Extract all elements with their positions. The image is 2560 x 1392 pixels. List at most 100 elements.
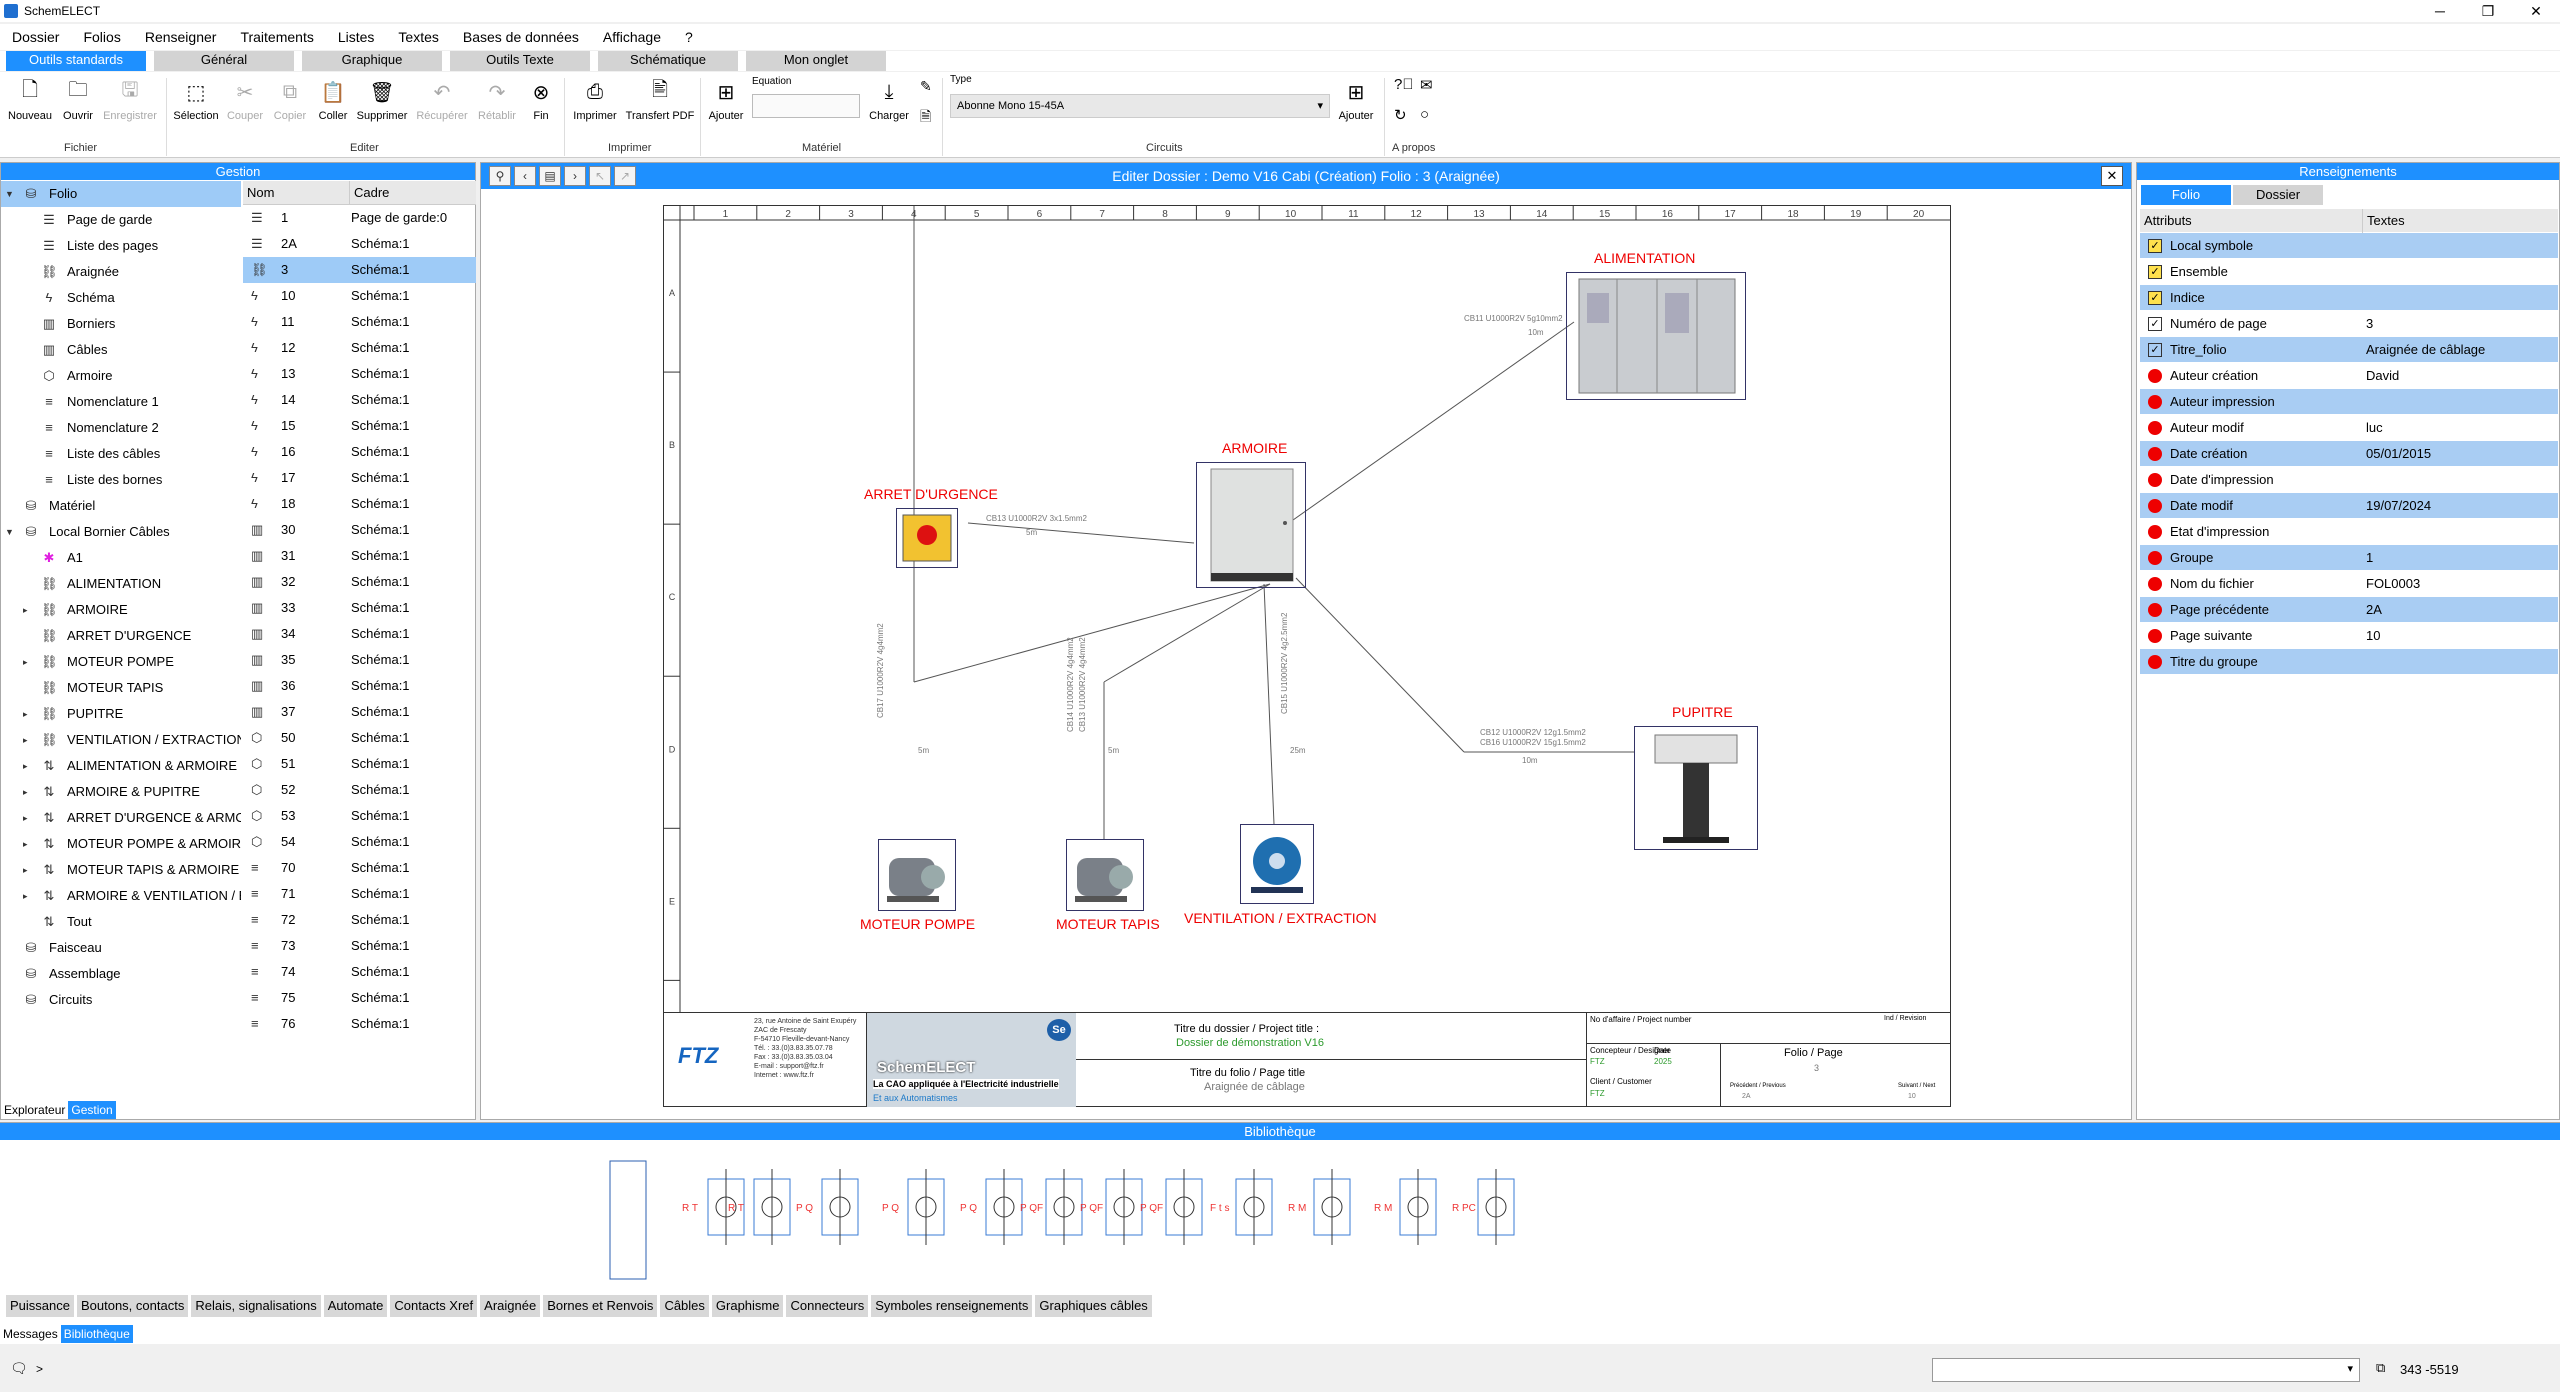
save-button[interactable]: 🖫Enregistrer xyxy=(102,78,158,122)
menu-item-7[interactable]: Affichage xyxy=(602,29,661,45)
help-icon[interactable]: ?⃝ xyxy=(1394,76,1414,93)
refresh-icon[interactable]: ↻ xyxy=(1394,107,1407,124)
tree-item[interactable]: ▸⇅MOTEUR TAPIS & ARMOIRE xyxy=(1,857,241,883)
arret-box[interactable] xyxy=(896,508,958,568)
attribute-row[interactable]: ✓Ensemble xyxy=(2140,259,2558,285)
load-button[interactable]: ⤓Charger xyxy=(868,78,910,123)
library-symbol[interactable]: R T xyxy=(682,1169,745,1245)
maximize-icon[interactable]: ❐ xyxy=(2481,3,2495,19)
tree-item[interactable]: ✱A1 xyxy=(1,545,241,571)
checkbox-icon[interactable]: ✓ xyxy=(2148,239,2162,253)
pencil-icon[interactable]: ✎ xyxy=(920,78,932,94)
armoire-box[interactable] xyxy=(1196,462,1306,588)
type-select[interactable]: Abonne Mono 15-45A▾ xyxy=(950,94,1330,118)
expand-icon[interactable]: ▸ xyxy=(23,865,28,875)
col-nom[interactable]: Nom xyxy=(247,185,275,200)
attribute-row[interactable]: Date d'impression xyxy=(2140,467,2558,493)
attribute-value[interactable]: 05/01/2015 xyxy=(2366,446,2432,461)
delete-button[interactable]: 🗑Supprimer xyxy=(354,78,410,123)
tree-item[interactable]: ≡Nomenclature 2 xyxy=(1,415,241,441)
dropdown-icon[interactable]: ▾ xyxy=(2347,1363,2353,1375)
mail-icon[interactable]: ✉ xyxy=(1420,77,1433,94)
library-tab-8[interactable]: Graphisme xyxy=(711,1295,784,1317)
tree-item[interactable]: ⬡Armoire xyxy=(1,363,241,389)
page-icon[interactable]: ▤ xyxy=(539,166,561,186)
status-dot-icon[interactable] xyxy=(2148,473,2162,487)
print-button[interactable]: ⎙Imprimer xyxy=(570,78,620,123)
redo-button[interactable]: ↷Rétablir xyxy=(472,78,522,123)
close-editor-icon[interactable]: ✕ xyxy=(2101,166,2123,186)
col-textes[interactable]: Textes xyxy=(2362,209,2405,233)
expand-icon[interactable]: ▸ xyxy=(23,891,28,901)
prev-icon[interactable]: ‹ xyxy=(514,166,536,186)
attribute-value[interactable]: David xyxy=(2366,368,2400,383)
expand-icon[interactable]: ▸ xyxy=(23,657,28,667)
status-dot-icon[interactable] xyxy=(2148,629,2162,643)
selection-button[interactable]: ⬚Sélection xyxy=(172,78,220,123)
library-symbol[interactable]: R PC xyxy=(1452,1169,1515,1245)
tab-folio[interactable]: Folio xyxy=(2141,185,2231,205)
tree-item[interactable]: ☰Page de garde xyxy=(1,207,241,233)
library-symbol[interactable]: P QF xyxy=(1020,1169,1083,1245)
open-button[interactable]: 🗀Ouvrir xyxy=(58,78,98,122)
attribute-value[interactable]: 2A xyxy=(2366,602,2382,617)
symbol-frame[interactable] xyxy=(609,1160,647,1280)
end-button[interactable]: ⊗Fin xyxy=(524,78,558,123)
moteur-pompe-box[interactable] xyxy=(878,839,956,911)
library-tab-6[interactable]: Bornes et Renvois xyxy=(543,1295,658,1317)
menu-item-2[interactable]: Renseigner xyxy=(144,29,217,45)
close-window-icon[interactable]: ✕ xyxy=(2530,3,2542,19)
moteur-tapis-box[interactable] xyxy=(1066,839,1144,911)
library-symbol[interactable]: P Q xyxy=(882,1169,945,1245)
checkbox-icon[interactable]: ✓ xyxy=(2148,265,2162,279)
tree-item[interactable]: ⛓MOTEUR TAPIS xyxy=(1,675,241,701)
back-icon[interactable]: ↖ xyxy=(589,166,611,186)
library-symbol[interactable]: R M xyxy=(1374,1169,1437,1245)
status-dot-icon[interactable] xyxy=(2148,421,2162,435)
tree-item[interactable]: ▥Câbles xyxy=(1,337,241,363)
expand-icon[interactable]: ▸ xyxy=(23,735,28,745)
library-tab-1[interactable]: Boutons, contacts xyxy=(76,1295,189,1317)
ribbon-tab-1[interactable]: Général xyxy=(154,51,294,71)
attribute-value[interactable]: 19/07/2024 xyxy=(2366,498,2432,513)
doc-icon[interactable]: 🗎 xyxy=(920,108,932,124)
alimentation-box[interactable] xyxy=(1566,272,1746,400)
tree-item[interactable]: ▥Borniers xyxy=(1,311,241,337)
pdf-button[interactable]: 🖹Transfert PDF xyxy=(624,78,696,122)
library-tab-5[interactable]: Araignée xyxy=(480,1295,541,1317)
tree-item[interactable]: ⛁Matériel xyxy=(1,493,241,519)
tree-item[interactable]: ⛓ARRET D'URGENCE xyxy=(1,623,241,649)
pupitre-box[interactable] xyxy=(1634,726,1758,850)
ventilation-box[interactable] xyxy=(1240,824,1314,904)
attribute-row[interactable]: Auteur impression xyxy=(2140,389,2558,415)
tree-item[interactable]: ☰Liste des pages xyxy=(1,233,241,259)
attribute-value[interactable]: 3 xyxy=(2366,316,2374,331)
add-circuit-button[interactable]: ⊞Ajouter xyxy=(1334,78,1378,123)
tree-item[interactable]: ⛁Faisceau xyxy=(1,935,241,961)
menu-item-1[interactable]: Folios xyxy=(83,29,121,45)
library-tab-11[interactable]: Graphiques câbles xyxy=(1035,1295,1152,1317)
attribute-row[interactable]: Titre du groupe xyxy=(2140,649,2558,675)
attribute-value[interactable]: Araignée de câblage xyxy=(2366,342,2486,357)
